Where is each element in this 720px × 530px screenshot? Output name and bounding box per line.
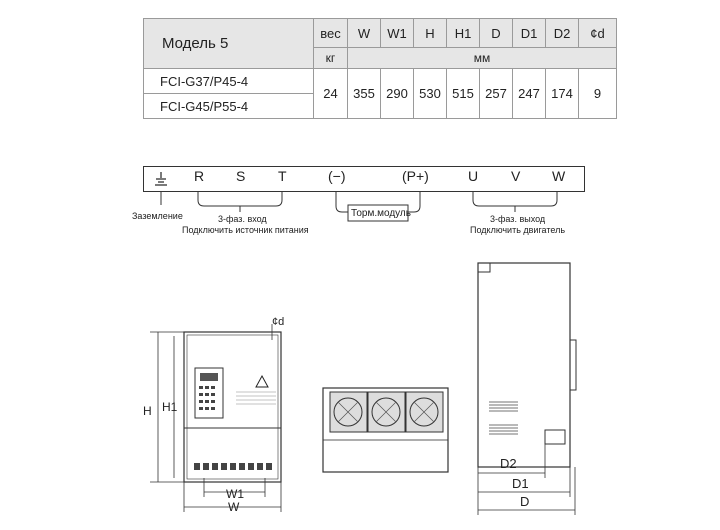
fan-icon — [405, 391, 444, 433]
warning-icon — [255, 374, 269, 388]
input-label-2: Подключить источник питания — [182, 225, 309, 235]
terminal-v: V — [511, 168, 521, 184]
dim-label-d2: D2 — [500, 456, 517, 471]
brake-module-box — [347, 204, 409, 222]
ground-icon — [155, 172, 167, 186]
terminal-minus: (−) — [328, 168, 346, 184]
dim-value-w1: 290 — [380, 68, 414, 119]
bottom-view — [322, 387, 449, 473]
dim-value-w: 355 — [347, 68, 381, 119]
dim-value-h1: 515 — [446, 68, 480, 119]
brake-module-label: Торм.модуль — [351, 208, 411, 219]
dim-label-phi-d: ¢d — [272, 316, 285, 328]
dim-label-w1: W1 — [226, 487, 244, 501]
dim-header-d2: D2 — [545, 18, 579, 48]
dim-header-h1: H1 — [446, 18, 480, 48]
output-label-2: Подключить двигатель — [470, 225, 566, 235]
ground-label: Заземление — [132, 211, 183, 221]
terminal-r: R — [194, 168, 205, 184]
model-name-2: FCI-G45/P55-4 — [143, 93, 314, 119]
dim-value-d1: 247 — [512, 68, 546, 119]
front-view — [150, 324, 282, 512]
dim-label-d: D — [520, 494, 530, 509]
terminal-s: S — [236, 168, 246, 184]
dim-value-h: 530 — [413, 68, 447, 119]
fan-icon — [329, 391, 368, 433]
dim-label-h1: H1 — [162, 400, 178, 414]
spec-table: Модель 5 вес W W1 H H1 D D1 D2 ¢d кг мм … — [143, 18, 617, 119]
weight-unit: кг — [313, 47, 348, 69]
terminal-block — [143, 166, 585, 192]
dim-value-phi-d: 9 — [578, 68, 617, 119]
dim-header-h: H — [413, 18, 447, 48]
terminal-u: U — [468, 168, 479, 184]
dim-value-d2: 174 — [545, 68, 579, 119]
terminal-w: W — [552, 168, 566, 184]
dim-label-d1: D1 — [512, 476, 529, 491]
input-bracket — [197, 191, 283, 207]
terminal-p-plus: (P+) — [402, 168, 429, 184]
side-view — [477, 262, 577, 515]
dim-label-h: H — [143, 404, 152, 418]
output-label-1: 3-фаз. выход — [490, 214, 546, 224]
terminal-t: T — [278, 168, 287, 184]
terminal-strip — [194, 463, 272, 470]
dim-header-d: D — [479, 18, 513, 48]
input-label-1: 3-фаз. вход — [218, 214, 267, 224]
dim-value-d: 257 — [479, 68, 513, 119]
model-header: Модель 5 — [143, 18, 314, 69]
fan-icon — [367, 391, 406, 433]
model-name-1: FCI-G37/P45-4 — [143, 68, 314, 94]
dim-label-w: W — [228, 500, 240, 514]
output-bracket — [472, 191, 558, 207]
dim-header-phi-d: ¢d — [578, 18, 617, 48]
